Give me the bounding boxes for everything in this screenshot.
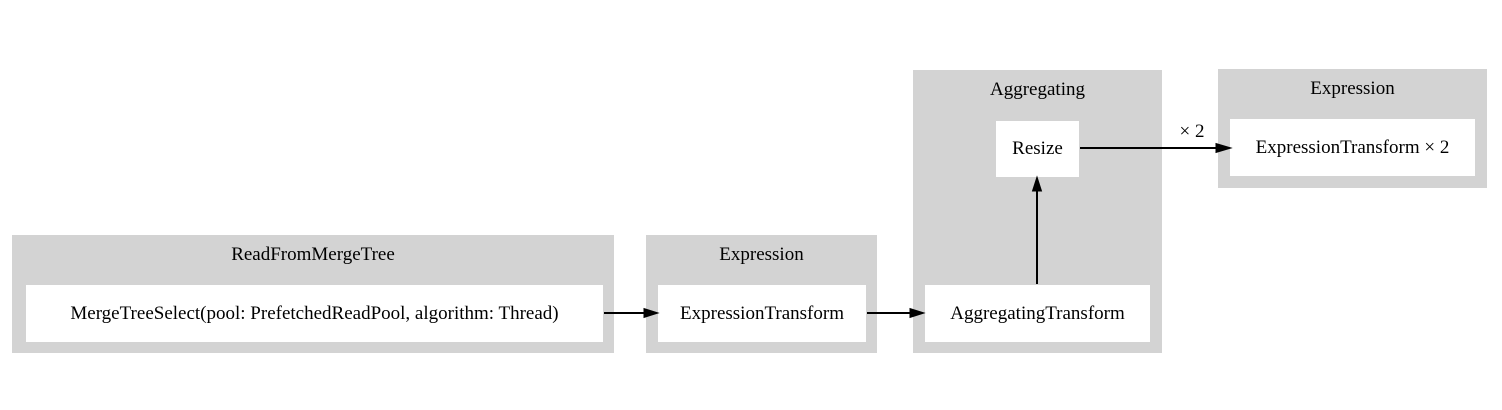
node-expressiontransform: ExpressionTransform — [658, 285, 866, 342]
node-aggregatingtransform-label: AggregatingTransform — [950, 302, 1125, 324]
cluster-expression-1-label: Expression — [719, 244, 804, 265]
cluster-aggregating-label: Aggregating — [990, 79, 1085, 100]
node-expressiontransform-label: ExpressionTransform — [680, 302, 844, 324]
edge-multiplier-label: × 2 — [1179, 121, 1205, 142]
cluster-expression-2-label: Expression — [1310, 78, 1395, 99]
node-resize-label: Resize — [1012, 138, 1063, 159]
node-resize: Resize — [996, 121, 1079, 177]
node-expressiontransform-x2: ExpressionTransform × 2 — [1230, 119, 1475, 176]
node-mergetreeselect: MergeTreeSelect(pool: PrefetchedReadPool… — [26, 285, 603, 342]
node-expressiontransform-x2-label: ExpressionTransform × 2 — [1255, 136, 1450, 158]
cluster-readfrommergetree-label: ReadFromMergeTree — [231, 244, 395, 265]
node-mergetreeselect-label: MergeTreeSelect(pool: PrefetchedReadPool… — [70, 302, 559, 324]
node-aggregatingtransform: AggregatingTransform — [925, 285, 1150, 342]
